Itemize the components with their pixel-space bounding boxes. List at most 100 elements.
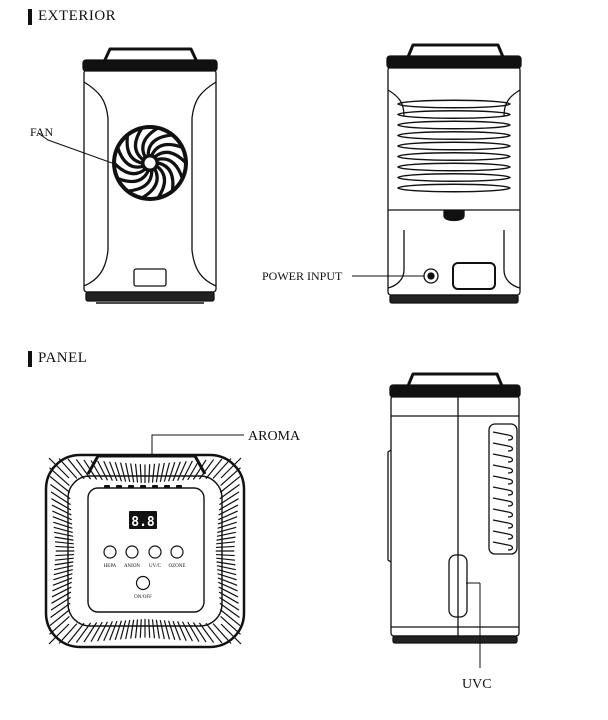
panel-fin [159,619,165,640]
fan-blade [157,161,175,192]
panel-fin [216,531,236,537]
panel-fin [148,464,151,483]
fan-blade [141,126,159,158]
panel-fin [172,620,181,641]
grille-slat [396,173,512,182]
front-handle [102,47,199,63]
panel-fin [172,461,181,482]
control-panel [87,487,205,613]
uvc-lamp [448,554,468,618]
panel-fin [103,461,113,481]
fan-blade [113,161,147,176]
panel-fin [119,462,127,482]
uvc-label: UV/C [149,564,162,569]
anion-button[interactable] [125,545,139,559]
panel-fin [49,615,70,635]
panel-fin [53,569,73,576]
panel-fin [177,461,187,481]
panel-fin [139,464,142,483]
grille-slat [396,110,512,119]
uvc-button[interactable] [148,545,162,559]
side-grille-slat [492,464,514,474]
front-top-cap [82,59,218,72]
panel-fin [187,621,200,642]
vent-hole [152,485,158,488]
panel-fin [55,553,75,557]
ozone-button[interactable] [170,545,184,559]
aroma-slot [86,454,207,475]
display-digits: 8.8 [131,515,155,530]
aroma-label: AROMA [248,429,301,444]
fan-blade [156,157,184,180]
panel-fin [67,622,85,644]
panel-fin [54,531,74,537]
panel-fin [58,458,78,479]
panel-fin [216,561,236,566]
panel-fin [90,621,103,642]
vent-hole [176,485,182,488]
panel-fin [216,557,236,561]
panel-fin [168,620,176,641]
panel-fin [54,561,74,566]
front-right-panel [191,81,217,287]
hepa-button[interactable] [103,545,117,559]
panel-buttons [103,545,184,591]
panel-fin [54,565,74,571]
vent-hole [128,485,134,488]
panel-fin [50,596,71,611]
panel-top-view [44,453,246,649]
back-top-cap [386,55,522,69]
fan-blade [150,142,184,156]
vent-hole [140,485,146,488]
panel-fin [218,581,238,592]
front-base [85,291,215,302]
panel-fin [155,619,160,639]
section-title-panel: PANEL [28,350,87,367]
uvc-callout-label: UVC [462,677,492,692]
side-top-cap [389,384,521,398]
front-view [82,47,218,304]
panel-fin [58,623,78,644]
side-grille-slat [492,475,514,485]
title-bar-marker [28,350,32,367]
panel-fin [54,536,74,541]
panel-fin [52,581,72,592]
panel-fin [177,621,187,641]
title-bar-marker [28,8,32,25]
side-grille-slat [492,508,514,518]
on-off-label: ON/OFF [134,595,152,600]
panel-fin [52,516,73,525]
panel-fin [155,463,160,483]
panel-fin [125,462,131,483]
panel-fin [50,483,71,500]
front-left-panel [83,81,109,287]
panel-fin [50,602,71,619]
panel-fin [52,577,73,586]
panel-fin [218,510,238,521]
panel-fin [114,620,122,641]
panel-fin [182,621,193,642]
panel-fin [219,483,240,500]
panel-fin [205,622,223,644]
panel-fin [139,619,142,638]
power-button[interactable] [135,575,151,591]
side-grille-slat [492,497,514,507]
panel-fin [215,553,235,557]
panel-fin [212,623,232,644]
panel-fin [217,569,237,576]
anion-label: ANION [124,564,140,569]
side-grille-slat [492,530,514,540]
panel-fin [49,609,71,626]
side-body [390,395,520,637]
side-view [387,372,521,644]
panel-fin [125,619,131,640]
panel-fin [130,463,135,483]
vent-hole [104,485,110,488]
fan-blade [116,146,144,169]
fan-blade [153,150,187,165]
fan-icon [112,125,188,201]
front-display-window [133,268,167,287]
panel-fin [54,557,74,561]
panel-fin [119,620,127,640]
